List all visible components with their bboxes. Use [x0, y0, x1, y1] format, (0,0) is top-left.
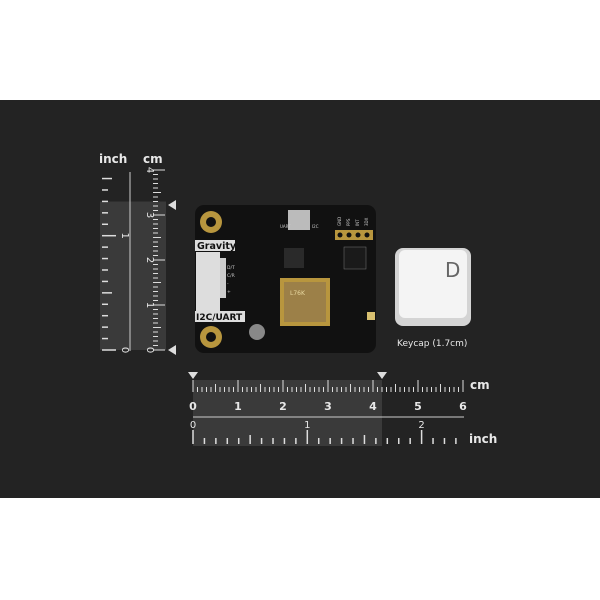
pin-label: D/T	[227, 265, 235, 271]
cm-number: 3	[324, 400, 332, 413]
vertical-ticks: 0 1 2 3 4 0 1	[102, 167, 165, 353]
header-pin	[337, 232, 343, 238]
pin-header	[335, 230, 373, 240]
horizontal-inch-label: inch	[469, 432, 497, 446]
vertical-cm-label: cm	[143, 152, 163, 166]
cm-number: 0	[144, 347, 155, 353]
top-marker-icon	[168, 200, 176, 210]
vertical-ruler-highlight	[100, 201, 166, 350]
horizontal-ticks: 0 1 2 3 4 5 6 0 1 2	[189, 380, 467, 444]
gravity-label: Gravity	[197, 241, 237, 252]
gravity-connector	[196, 252, 220, 312]
left-marker-icon	[188, 372, 198, 379]
cm-number: 5	[414, 400, 422, 413]
header-pin	[355, 232, 361, 238]
chip	[343, 246, 367, 270]
header-label: INT	[355, 219, 360, 226]
cm-number: 1	[234, 400, 242, 413]
keycap-letter: D	[445, 258, 460, 282]
cm-number: 6	[459, 400, 467, 413]
mount-hole-center	[206, 217, 216, 227]
inch-number: 2	[418, 420, 424, 431]
cm-number: 4	[369, 400, 377, 413]
bottom-marker-icon	[168, 345, 176, 355]
cm-number: 1	[144, 302, 155, 308]
inch-number: 0	[190, 420, 196, 431]
cm-number: 0	[189, 400, 197, 413]
keycap: D Keycap (1.7cm)	[395, 248, 471, 349]
vertical-ruler: inch cm 0 1 2 3 4 0 1	[99, 152, 176, 355]
cm-number: 2	[144, 257, 155, 263]
header-label: 3DX	[364, 217, 369, 226]
header-label: GND	[337, 217, 342, 226]
cm-number: 3	[144, 212, 155, 218]
switch-label: UART	[280, 224, 291, 229]
inch-number: 1	[304, 420, 310, 431]
connector-pins	[220, 258, 226, 298]
pin-header-group: GND PPS INT 3DX	[335, 217, 373, 240]
gravity-label-bg	[195, 240, 235, 251]
keycap-caption: Keycap (1.7cm)	[397, 339, 467, 349]
mode-switch	[288, 210, 310, 230]
gnss-module-shield	[284, 282, 326, 322]
horizontal-ruler: 0 1 2 3 4 5 6 0 1 2 cm inch	[188, 372, 497, 446]
horizontal-cm-label: cm	[470, 378, 490, 392]
pin-label: -	[227, 282, 229, 287]
header-pin	[364, 232, 370, 238]
keycap-top	[399, 250, 467, 318]
mount-hole-center	[206, 332, 216, 342]
inch-number: 1	[119, 233, 130, 239]
inch-number: 0	[119, 347, 130, 353]
header-pin	[346, 232, 352, 238]
gnss-module-board: Gravity D/T C/R - + I2C/UART UART I2C GN…	[195, 205, 376, 353]
module-label: L76K	[290, 290, 306, 297]
interface-label: I2C/UART	[196, 313, 243, 323]
cm-number: 2	[279, 400, 287, 413]
chip	[284, 248, 304, 268]
right-marker-icon	[377, 372, 387, 379]
vertical-inch-label: inch	[99, 152, 127, 166]
antenna-connector	[367, 312, 375, 320]
pin-label: C/R	[227, 273, 235, 279]
interface-label-bg	[195, 311, 245, 322]
cm-number: 4	[144, 167, 155, 173]
switch-label: I2C	[312, 224, 319, 229]
header-label: PPS	[346, 218, 351, 226]
pin-label: +	[227, 289, 231, 295]
battery	[249, 324, 265, 340]
